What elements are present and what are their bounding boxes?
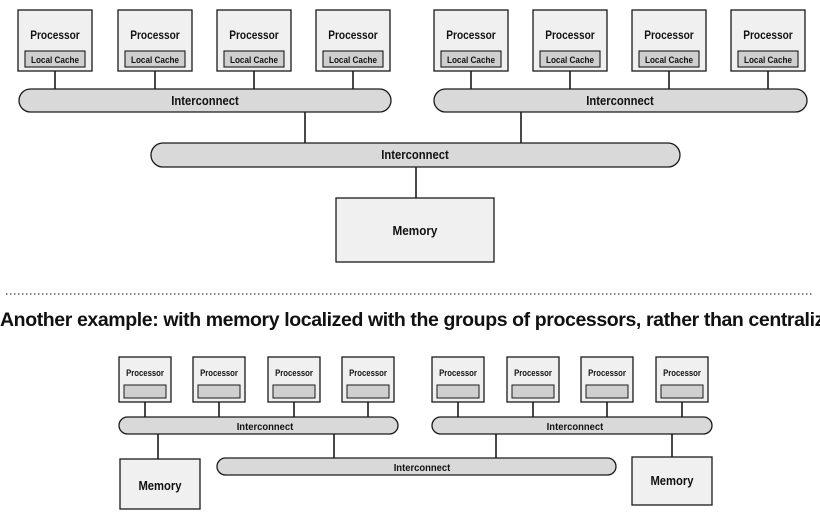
memory-box-right: [631, 456, 713, 506]
local-cache-box: [539, 50, 601, 68]
section-heading: Another example: with memory localized w…: [0, 309, 820, 331]
local-cache-label: Local Cache: [230, 54, 278, 65]
processor-label: Processor: [200, 367, 238, 378]
processor-label: Processor: [545, 29, 595, 42]
cache-box: [197, 384, 241, 399]
processor-label: Processor: [328, 29, 378, 42]
interconnect-label: Interconnect: [381, 147, 448, 162]
processor-label: Processor: [588, 367, 626, 378]
local-cache-box: [223, 50, 285, 68]
cache-box: [436, 384, 480, 399]
processor-label: Processor: [743, 29, 793, 42]
processor-label: Processor: [349, 367, 387, 378]
local-cache-label: Local Cache: [447, 54, 495, 65]
cache-box: [660, 384, 704, 399]
processor-label: Processor: [275, 367, 313, 378]
interconnect-label: Interconnect: [586, 93, 653, 108]
local-cache-box: [124, 50, 186, 68]
interconnect-label: Interconnect: [547, 422, 604, 434]
cache-box: [346, 384, 390, 399]
interconnect-label: Interconnect: [394, 463, 451, 475]
local-cache-label: Local Cache: [744, 54, 792, 65]
local-cache-label: Local Cache: [131, 54, 179, 65]
processor-label: Processor: [130, 29, 180, 42]
local-cache-label: Local Cache: [329, 54, 377, 65]
local-cache-box: [737, 50, 799, 68]
processor-label: Processor: [514, 367, 552, 378]
processor-label: Processor: [229, 29, 279, 42]
processor-label: Processor: [446, 29, 496, 42]
processor-label: Processor: [644, 29, 694, 42]
memory-label: Memory: [138, 478, 181, 493]
memory-label: Memory: [650, 473, 693, 488]
processor-label: Processor: [126, 367, 164, 378]
cache-box: [511, 384, 555, 399]
processor-label: Processor: [663, 367, 701, 378]
memory-label: Memory: [393, 223, 438, 238]
local-cache-box: [24, 50, 86, 68]
interconnect-bus-right: [431, 416, 713, 435]
cache-box: [585, 384, 629, 399]
interconnect-label: Interconnect: [171, 93, 238, 108]
processor-label: Processor: [439, 367, 477, 378]
local-cache-box: [440, 50, 502, 68]
memory-box: [335, 197, 495, 263]
interconnect-label: Interconnect: [237, 422, 294, 434]
cache-box: [123, 384, 167, 399]
interconnect-bus-left: [118, 416, 399, 435]
memory-box-left: [119, 458, 201, 510]
processor-label: Processor: [30, 29, 80, 42]
local-cache-label: Local Cache: [31, 54, 79, 65]
local-cache-label: Local Cache: [645, 54, 693, 65]
interconnect-bus-shared: [216, 457, 617, 476]
local-cache-label: Local Cache: [546, 54, 594, 65]
local-cache-box: [322, 50, 384, 68]
cache-box: [272, 384, 316, 399]
interconnect-bus-left: [18, 88, 392, 113]
local-cache-box: [638, 50, 700, 68]
interconnect-bus-right: [433, 88, 808, 113]
